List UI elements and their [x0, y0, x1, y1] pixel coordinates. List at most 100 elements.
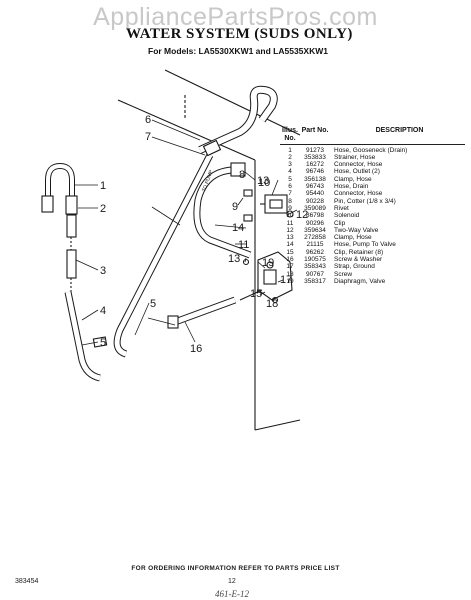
illus-no: 5: [288, 175, 292, 183]
part-no: 16272: [305, 161, 325, 169]
callout-5a: 5: [100, 337, 106, 349]
illus-no: 2: [288, 153, 292, 161]
illus-no: 12: [286, 226, 294, 234]
callout-10: 10: [258, 177, 270, 189]
illus-no: 6: [288, 183, 292, 191]
part-description: Clip, Retainer (8): [334, 248, 384, 256]
part-no: 96743: [305, 183, 325, 191]
parts-row: 13 272858 Clamp, Hose: [280, 234, 465, 241]
lower-hose: [167, 296, 237, 329]
callout-17: 17: [280, 274, 292, 286]
part-no: 90228: [305, 197, 325, 205]
part-description: Connector, Hose: [334, 190, 383, 198]
document-number: 383454: [15, 578, 39, 585]
parts-row: 11 90296 Clip: [280, 220, 465, 227]
parts-row: 1 91273 Hose, Gooseneck (Drain): [280, 147, 465, 154]
part-no: 359634: [304, 226, 326, 234]
callout-4a: 4: [100, 305, 106, 317]
part-description: Clip: [334, 219, 346, 227]
cabinet-outline: [117, 69, 301, 431]
drain-hose-top: [198, 85, 278, 157]
part-no: 96262: [305, 248, 325, 256]
callout-2: 2: [100, 203, 106, 215]
leader-lines: [75, 119, 298, 346]
illus-no: 16: [286, 256, 294, 264]
illus-no: 7: [288, 190, 292, 198]
outlet-hose-center: [113, 153, 214, 358]
illus-no: 19: [286, 277, 294, 285]
callout-15: 15: [250, 288, 262, 300]
part-no: 90767: [305, 270, 325, 278]
callout-labels: 1 2 3 4 5 6 7 8 9 10 11 12 13 13 14 15 1…: [100, 114, 308, 355]
model-subtitle: For Models: LA5530XKW1 and LA5535XKW1: [148, 46, 328, 56]
illus-no: 8: [288, 197, 292, 205]
illus-no: 13: [286, 234, 294, 242]
callout-12: 12: [296, 209, 308, 221]
part-description: Connector, Hose: [334, 161, 383, 169]
part-description: Clamp, Hose: [334, 234, 372, 242]
part-description: Rivet: [334, 204, 349, 212]
parts-list-header: Illus. No. Part No. DESCRIPTION: [280, 127, 465, 145]
callout-7: 7: [145, 131, 151, 143]
illus-no: 11: [286, 219, 294, 227]
page-title: WATER SYSTEM (SUDS ONLY): [126, 26, 353, 42]
callout-8: 8: [239, 169, 245, 181]
parts-row: 19 358317 Diaphragm, Valve: [280, 278, 465, 285]
part-no: 90296: [305, 219, 325, 227]
part-description: Clamp, Hose: [334, 175, 372, 183]
part-no: 91273: [305, 146, 325, 154]
illus-no: 15: [286, 248, 294, 256]
handwritten-note: 461-E-12: [215, 589, 249, 599]
header-description: DESCRIPTION: [375, 127, 424, 134]
illus-no: 18: [286, 270, 294, 278]
illus-no: 1: [288, 146, 292, 154]
pump-hose: [193, 162, 252, 259]
solenoid: [260, 194, 294, 218]
callout-19: 19: [262, 257, 274, 269]
part-description: Hose, Outlet (2): [334, 168, 380, 176]
part-no: 272858: [304, 234, 326, 242]
header-illus: Illus. No.: [282, 127, 298, 142]
part-no: 21115: [306, 241, 324, 249]
callout-14: 14: [232, 222, 244, 234]
part-description: Hose, Pump To Valve: [334, 241, 396, 249]
parts-row: 7 95440 Connector, Hose: [280, 190, 465, 197]
illus-no: 17: [286, 263, 294, 271]
part-no: 353833: [304, 153, 326, 161]
part-description: Pin, Cotter (1/8 x 3/4): [334, 197, 396, 205]
outlet-hose: [64, 291, 108, 382]
watermark: AppliancePartsPros.com: [93, 3, 378, 31]
header-part: Part No.: [301, 127, 329, 134]
callout-9: 9: [232, 201, 238, 213]
callout-11: 11: [238, 239, 249, 251]
part-no: 95440: [305, 190, 325, 198]
part-no: 358317: [304, 277, 326, 285]
part-description: Strap, Ground: [334, 263, 375, 271]
parts-row: 15 96262 Clip, Retainer (8): [280, 249, 465, 256]
part-description: Hose, Drain: [334, 183, 369, 191]
two-way-valve: [239, 251, 293, 301]
callout-1: 1: [100, 180, 106, 192]
callout-6: 6: [145, 114, 151, 126]
illus-no: 9: [288, 204, 292, 212]
callout-5b: 5: [150, 298, 156, 310]
page-number: 12: [228, 578, 236, 585]
part-no: 86798: [305, 212, 325, 220]
callout-13b: 13: [228, 253, 240, 265]
part-no: 359089: [304, 204, 326, 212]
callout-3: 3: [100, 265, 106, 277]
ordering-note: FOR ORDERING INFORMATION REFER TO PARTS …: [131, 565, 340, 572]
part-description: Diaphragm, Valve: [334, 277, 386, 285]
part-description: Hose, Gooseneck (Drain): [334, 146, 408, 154]
part-no: 96746: [305, 168, 325, 176]
parts-row: 6 96743 Hose, Drain: [280, 183, 465, 190]
part-no: 190575: [304, 256, 326, 264]
